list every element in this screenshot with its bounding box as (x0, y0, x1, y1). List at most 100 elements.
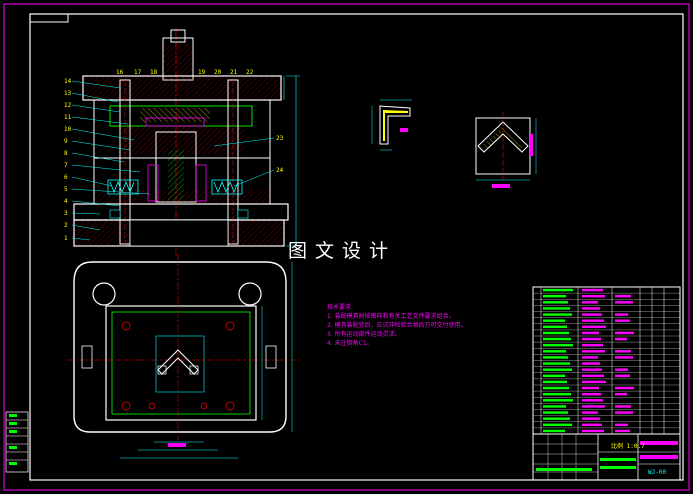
notes-item: 1. 装配模具时按图样和有关工艺文件要求组合。 (327, 313, 455, 320)
bom-cell-text (582, 288, 603, 292)
bom-cell-text (582, 374, 604, 378)
bom-cell-text (543, 399, 573, 402)
bom-cell-text (582, 429, 604, 433)
plan-view (66, 254, 296, 459)
notes-title: 技术要求: (327, 304, 354, 311)
right-leader-lines (213, 137, 275, 187)
bom-cell-text (543, 380, 567, 384)
bom-cell-text (543, 337, 571, 341)
part-label: 7 (64, 162, 68, 169)
notes-item: 2. 模具装配完后，应试冲检验合格后方可交付使用。 (327, 322, 467, 329)
bom-cell-text (615, 331, 634, 335)
part-label: 12 (64, 102, 72, 109)
bom-cell-text (582, 380, 606, 384)
part-label: 14 (64, 78, 72, 85)
bom-cell-text (615, 423, 628, 427)
bom-cell-text (543, 325, 567, 329)
drawing-number: WJ-00 (648, 469, 667, 476)
scale-label: 比例 1:0.7 (611, 443, 645, 450)
part-label: 3 (64, 210, 68, 217)
bom-cell-text (543, 319, 565, 322)
watermark: 图文设计 (288, 240, 397, 262)
bom-cell-text (543, 301, 568, 304)
bom-cell-text (582, 368, 602, 371)
bom-cell-text (582, 307, 600, 310)
chevron-part-detail (475, 112, 537, 188)
right-part-labels: 23 24 (276, 135, 284, 174)
left-leader-lines (71, 80, 151, 241)
bom-cell-text (615, 294, 631, 298)
bom-cell-text (582, 399, 603, 402)
part-label: 22 (246, 69, 254, 76)
technical-requirements: 技术要求: 1. 装配模具时按图样和有关工艺文件要求组合。 2. 模具装配完后，… (327, 303, 467, 348)
bom-cell-text (615, 374, 630, 378)
part-label: 13 (64, 90, 72, 97)
bom-cell-text (543, 356, 568, 359)
bom-cell-text (582, 301, 598, 304)
outer-frame (3, 3, 690, 491)
bom-cell-text (582, 343, 603, 347)
part-label: 19 (198, 69, 206, 76)
bill-of-materials (532, 286, 681, 481)
bom-cell-text (543, 392, 571, 396)
bom-cell-text (543, 294, 566, 298)
bom-cell-text (543, 350, 566, 353)
part-label: 16 (116, 69, 124, 76)
bom-cell-text (582, 417, 600, 420)
bom-cell-text (615, 392, 627, 396)
bom-cell-text (615, 411, 633, 414)
part-label: 17 (134, 69, 142, 76)
inner-frame (29, 13, 684, 481)
part-label: 11 (64, 114, 72, 121)
bom-cell-text (582, 319, 604, 322)
bom-cell-text (582, 386, 599, 390)
bom-cell-text (543, 386, 569, 390)
part-label: 9 (64, 138, 68, 145)
bom-cell-text (582, 325, 606, 329)
part-label: 23 (276, 135, 284, 142)
notes-item: 4. 未注倒角C1。 (327, 340, 373, 347)
bom-cell-text (582, 423, 602, 427)
bom-cell-text (543, 423, 572, 427)
bom-cell-text (615, 319, 630, 322)
bom-cell-text (582, 337, 601, 341)
notes-item: 3. 所有运动部件运动灵活。 (327, 331, 401, 338)
bom-cell-text (615, 301, 633, 304)
bom-cell-text (543, 429, 565, 433)
bom-rows (533, 288, 680, 433)
part-label: 10 (64, 126, 72, 133)
bom-cell-text (615, 368, 628, 371)
bom-cell-text (543, 374, 565, 378)
bom-cell-text (582, 356, 598, 359)
part-label: 1 (64, 235, 68, 242)
bom-cell-text (582, 411, 598, 414)
part-label: 8 (64, 150, 68, 157)
part-label: 4 (64, 198, 68, 205)
bom-cell-text (543, 405, 566, 408)
part-label: 18 (150, 69, 158, 76)
bom-cell-text (615, 356, 633, 359)
left-part-labels: 14 13 12 11 10 9 8 7 6 5 4 3 2 1 (64, 78, 72, 242)
part-label: 24 (276, 167, 284, 174)
bom-cell-text (615, 386, 634, 390)
bom-cell-text (543, 331, 569, 335)
bom-cell-text (615, 337, 627, 341)
part-label: 5 (64, 186, 68, 193)
bom-cell-text (543, 288, 573, 292)
part-label: 20 (214, 69, 222, 76)
part-label: 6 (64, 174, 68, 181)
section-view (73, 28, 300, 256)
part-label: 21 (230, 69, 238, 76)
bom-cell-text (582, 313, 602, 316)
bom-cell-text (582, 392, 601, 396)
bom-cell-text (582, 331, 599, 335)
bom-cell-text (615, 313, 628, 316)
bom-cell-text (543, 368, 572, 371)
top-part-labels: 16 17 18 19 20 21 22 (116, 69, 254, 76)
part-label: 2 (64, 222, 68, 229)
bom-cell-text (543, 313, 572, 316)
corner-label-box (29, 13, 69, 23)
bom-cell-text (543, 411, 568, 414)
bom-cell-text (615, 429, 630, 433)
